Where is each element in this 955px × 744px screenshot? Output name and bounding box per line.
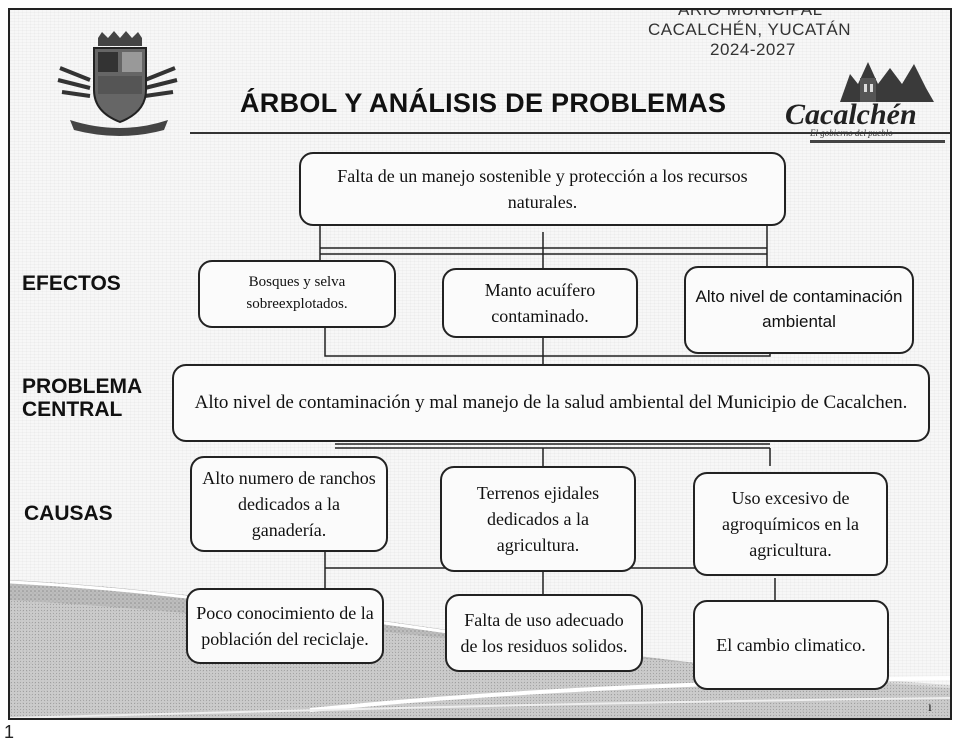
page-title: ÁRBOL Y ANÁLISIS DE PROBLEMAS	[240, 88, 727, 118]
page-number: 1	[4, 722, 15, 742]
effect-box: Bosques y selva sobreexplotados.	[198, 260, 396, 328]
root-cause-text: Falta de uso adecuado de los residuos so…	[460, 609, 628, 656]
municipal-coat-of-arms	[57, 31, 178, 136]
corner-mark: ı	[928, 700, 932, 715]
brand-tagline: El gobierno del pueblo	[810, 128, 893, 138]
effect-text: Alto nivel de contaminación ambiental	[695, 287, 903, 331]
root-cause-text: El cambio climatico.	[716, 634, 866, 655]
effect-text: Manto acuífero contaminado.	[484, 279, 596, 326]
stamp-line-1: ARIO MUNICIPAL	[678, 8, 823, 19]
stamp-line-3: 2024-2027	[710, 40, 796, 59]
effect-box: Alto nivel de contaminación ambiental	[684, 266, 914, 354]
root-cause-box: Poco conocimiento de la población del re…	[186, 588, 384, 664]
effect-box: Manto acuífero contaminado.	[442, 268, 638, 338]
root-cause-box: Falta de uso adecuado de los residuos so…	[445, 594, 643, 672]
top-effect-text: Falta de un manejo sostenible y protecci…	[337, 165, 748, 212]
cause-box: Alto numero de ranchos dedicados a la ga…	[190, 456, 388, 552]
cause-text: Alto numero de ranchos dedicados a la ga…	[202, 467, 376, 541]
label-efectos: EFECTOS	[22, 272, 121, 295]
stamp-line-2: CACALCHÉN, YUCATÁN	[648, 20, 851, 39]
cause-text: Uso excesivo de agroquímicos en la agric…	[722, 487, 859, 561]
central-problem-box: Alto nivel de contaminación y mal manejo…	[172, 364, 930, 442]
cause-text: Terrenos ejidales dedicados a la agricul…	[476, 482, 600, 556]
label-problema-central: PROBLEMA CENTRAL	[22, 375, 143, 422]
title-underline	[190, 132, 950, 134]
label-causas: CAUSAS	[24, 502, 113, 525]
top-effect-box: Falta de un manejo sostenible y protecci…	[299, 152, 786, 226]
brand-logotype: Cacalchén	[785, 98, 917, 131]
root-cause-text: Poco conocimiento de la población del re…	[196, 602, 374, 649]
brand-underline	[810, 140, 945, 143]
cause-box: Uso excesivo de agroquímicos en la agric…	[693, 472, 888, 576]
slide-frame: ARIO MUNICIPAL CACALCHÉN, YUCATÁN 2024-2…	[8, 8, 952, 720]
effect-text: Bosques y selva sobreexplotados.	[246, 274, 348, 312]
cathedral-logo-icon	[840, 62, 934, 102]
central-problem-text: Alto nivel de contaminación y mal manejo…	[194, 392, 908, 414]
cause-box: Terrenos ejidales dedicados a la agricul…	[440, 466, 636, 572]
root-cause-box: El cambio climatico.	[693, 600, 889, 690]
